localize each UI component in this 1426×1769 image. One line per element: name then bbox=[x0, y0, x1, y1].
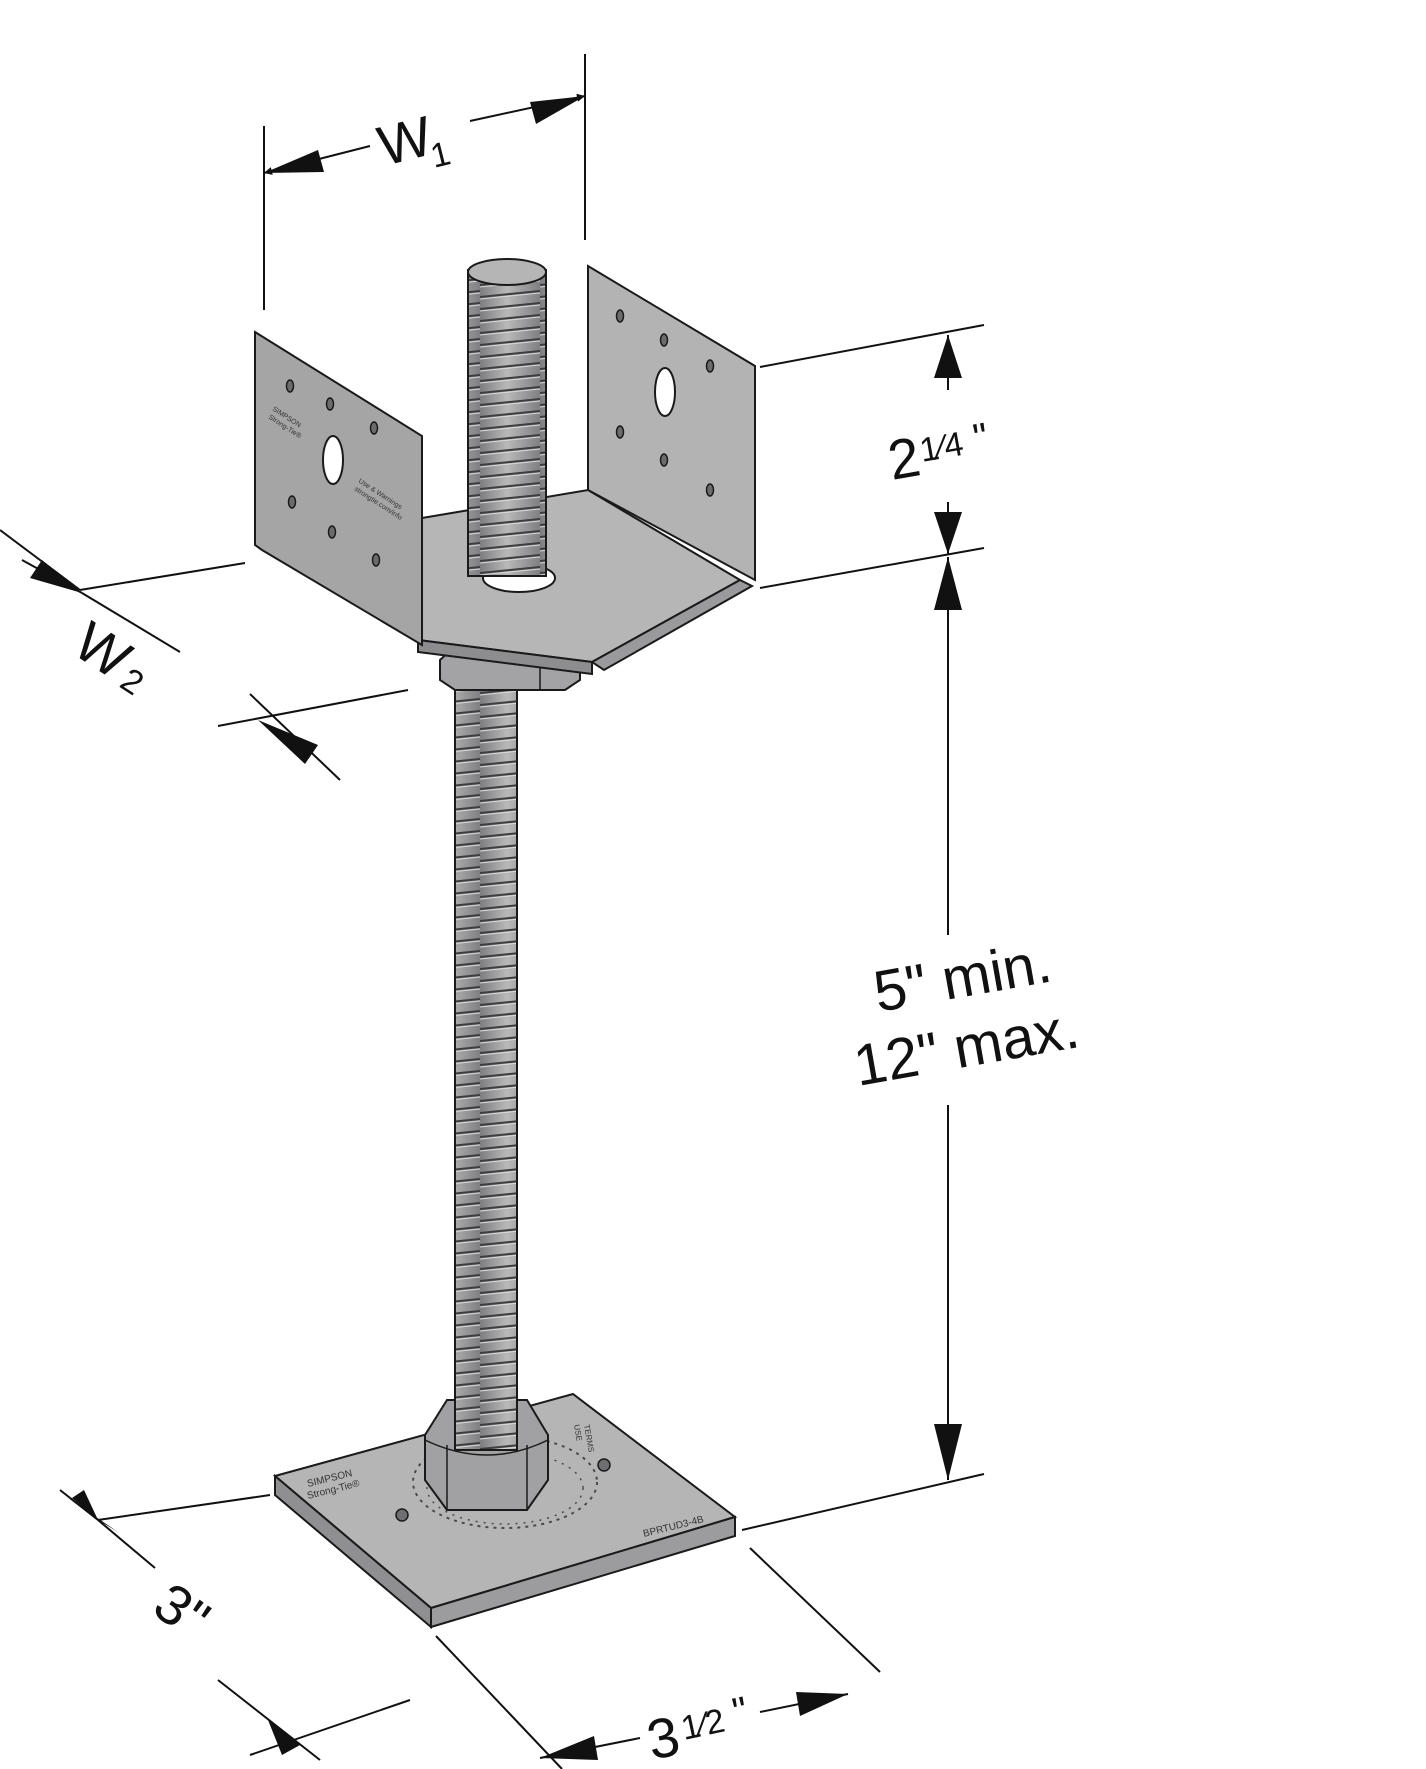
base-plate-hole-left bbox=[395, 1508, 409, 1522]
base-plate-corner-stamp-1: USE bbox=[572, 1424, 584, 1442]
dimension-base-width-unit: " bbox=[729, 1689, 752, 1735]
dimension-base-depth-label: 3" bbox=[143, 1570, 221, 1651]
dimension-w1-subscript: 1 bbox=[427, 134, 455, 175]
dimension-rod-extension: 5" min. 12" max. bbox=[741, 557, 1084, 1531]
base-plate-hole-right bbox=[597, 1458, 611, 1472]
weld-ring bbox=[412, 1435, 598, 1529]
dimension-base-width: 3 1⁄2 " bbox=[435, 1547, 881, 1769]
u-saddle: SIMPSON Strong-Tie® Use & Warnings stron… bbox=[254, 264, 756, 676]
dimension-saddle-height: 2 1⁄4 " bbox=[759, 324, 992, 589]
dimension-saddle-height-unit: " bbox=[970, 415, 992, 461]
dimension-saddle-height-fraction: 1⁄4 bbox=[917, 425, 966, 470]
threaded-rod bbox=[454, 681, 518, 1451]
dimension-base-width-fraction: 1⁄2 bbox=[678, 1702, 728, 1748]
threaded-rod-top bbox=[467, 258, 556, 593]
